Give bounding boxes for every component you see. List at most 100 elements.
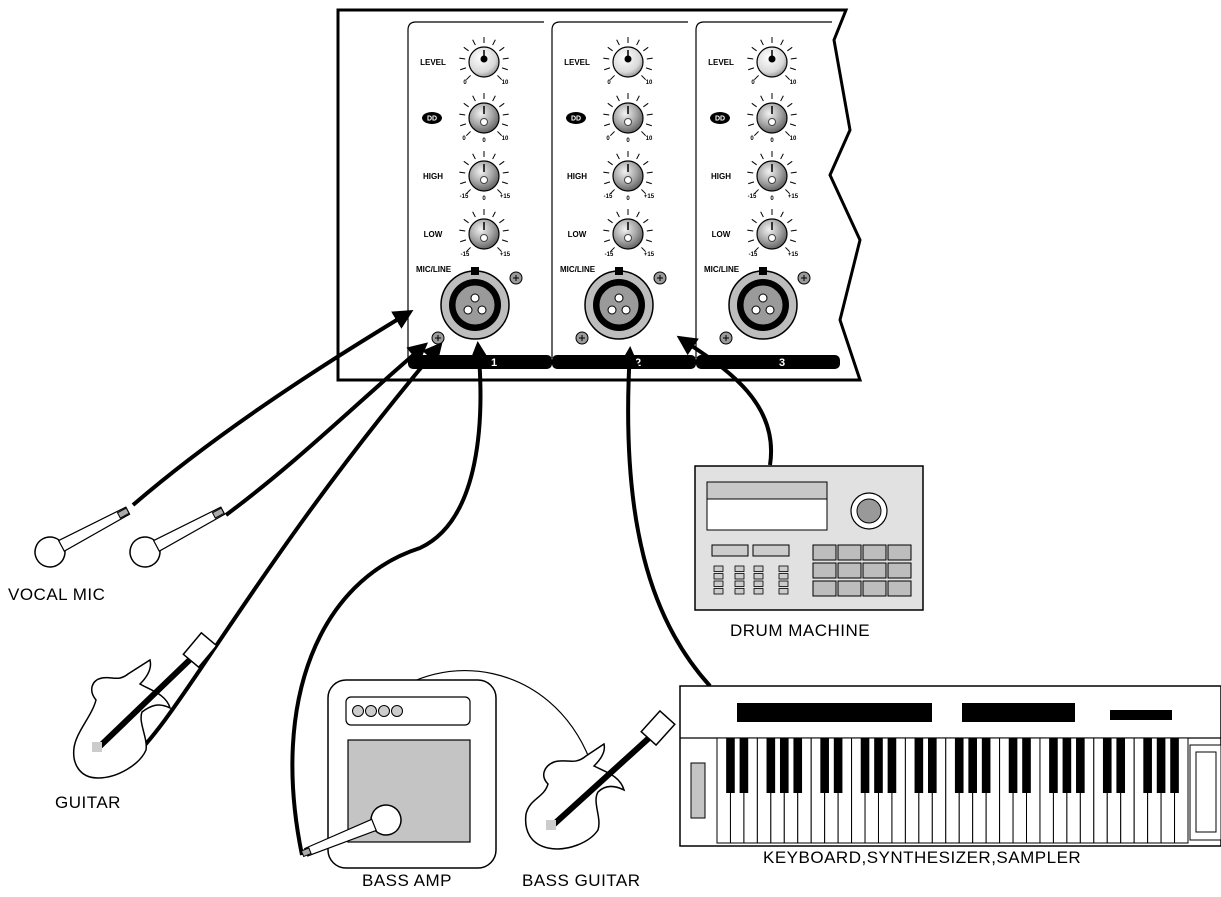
scale-min: 0 (751, 80, 755, 86)
knob-tick (753, 75, 759, 81)
knob-tick (753, 131, 759, 137)
channel-number: 2 (635, 357, 641, 369)
scale-max: 10 (502, 136, 509, 142)
dd-label: DD (571, 116, 581, 123)
knob-tick (645, 67, 652, 71)
drum-machine-button (752, 544, 790, 557)
keyboard-keys (716, 737, 1189, 844)
drum-pad (862, 562, 887, 579)
knob-pointer (768, 176, 776, 184)
mic-handle (57, 506, 131, 553)
knob-tick (643, 46, 649, 52)
knob-tick (645, 239, 652, 243)
knob-tick (646, 229, 653, 232)
dd-label: DD (715, 116, 725, 123)
drum-pad (837, 580, 862, 597)
drum-machine-dial-center (856, 498, 882, 524)
knob-tick (747, 229, 754, 232)
knob-tick (492, 39, 496, 46)
mic-handle (303, 818, 377, 857)
knob-tick (747, 57, 754, 60)
black-key (739, 738, 749, 793)
scale-max: 10 (646, 136, 653, 142)
knob-tick (463, 46, 469, 52)
knob-tick (460, 123, 467, 127)
black-key (820, 738, 829, 793)
mic-handle (152, 506, 226, 553)
knob-pointer (624, 118, 632, 126)
knob-tick (636, 95, 640, 102)
knob-tick (748, 123, 755, 127)
drum-pad (862, 580, 887, 597)
drum-pad (837, 562, 862, 579)
dd-badge (422, 112, 442, 124)
bass-amp (327, 679, 497, 869)
black-key (766, 738, 776, 793)
level-label: LEVEL (564, 58, 590, 67)
xlr-pin (463, 305, 473, 315)
black-key (1116, 738, 1126, 793)
knob-tick (492, 153, 496, 160)
combo-jack-socket (742, 284, 784, 326)
drum-machine-cable (676, 335, 774, 466)
knob-tick (760, 39, 764, 46)
knob-tick (760, 211, 764, 218)
drum-machine-small-button (734, 588, 745, 595)
knob-tick (604, 67, 611, 71)
knob-tick (502, 57, 509, 60)
knob-tick (643, 102, 649, 108)
bass-guitar (524, 709, 676, 850)
knob-tick (609, 189, 615, 195)
black-key (1022, 738, 1031, 793)
scale-min: 0 (462, 136, 466, 142)
xlr-pin (751, 305, 761, 315)
knob-tick (499, 218, 505, 224)
knob-tick (787, 218, 793, 224)
knob-tick (502, 171, 509, 174)
vocal-mic-cable-1 (131, 309, 414, 507)
scale-min: -15 (749, 252, 758, 258)
drum-machine-small-buttons (713, 565, 789, 595)
knob-tick (641, 131, 647, 137)
low-label: LOW (712, 230, 731, 239)
drum-machine-small-button (713, 588, 724, 595)
scale-mid: 0 (482, 138, 486, 144)
knob-tick (646, 113, 653, 116)
drum-machine-small-button (713, 573, 724, 580)
knob-tick (787, 102, 793, 108)
knob-tick (748, 181, 755, 185)
drum-pad (812, 580, 837, 597)
cables (123, 309, 774, 856)
black-key (968, 738, 977, 793)
drum-pad (812, 562, 837, 579)
knob-tick (641, 189, 647, 195)
knob-tick (607, 218, 613, 224)
amp-knob-icon (365, 705, 377, 717)
strip-outline (695, 21, 832, 358)
knob-tick (636, 39, 640, 46)
knob-tick (616, 211, 620, 218)
scale-min: 0 (463, 80, 467, 86)
knob-tick (463, 102, 469, 108)
knob-tick (459, 113, 466, 116)
black-key (726, 738, 735, 793)
mic-line-label: MIC/LINE (560, 265, 596, 274)
bass-guitar-label: BASS GUITAR (522, 871, 641, 890)
strip-outline (551, 21, 688, 358)
knob-tick (780, 95, 784, 102)
low-label: LOW (424, 230, 443, 239)
knob-tick (785, 189, 791, 195)
knob-tick (751, 102, 757, 108)
combo-jack-socket (598, 284, 640, 326)
vocal-mic-2 (129, 506, 226, 568)
black-key (793, 738, 803, 793)
scale-max: +15 (500, 252, 511, 258)
knob-tick (501, 239, 508, 243)
knob-tick (748, 67, 755, 71)
knob-tick (780, 153, 784, 160)
amp-control-panel (345, 696, 471, 726)
drum-pad (837, 544, 862, 561)
